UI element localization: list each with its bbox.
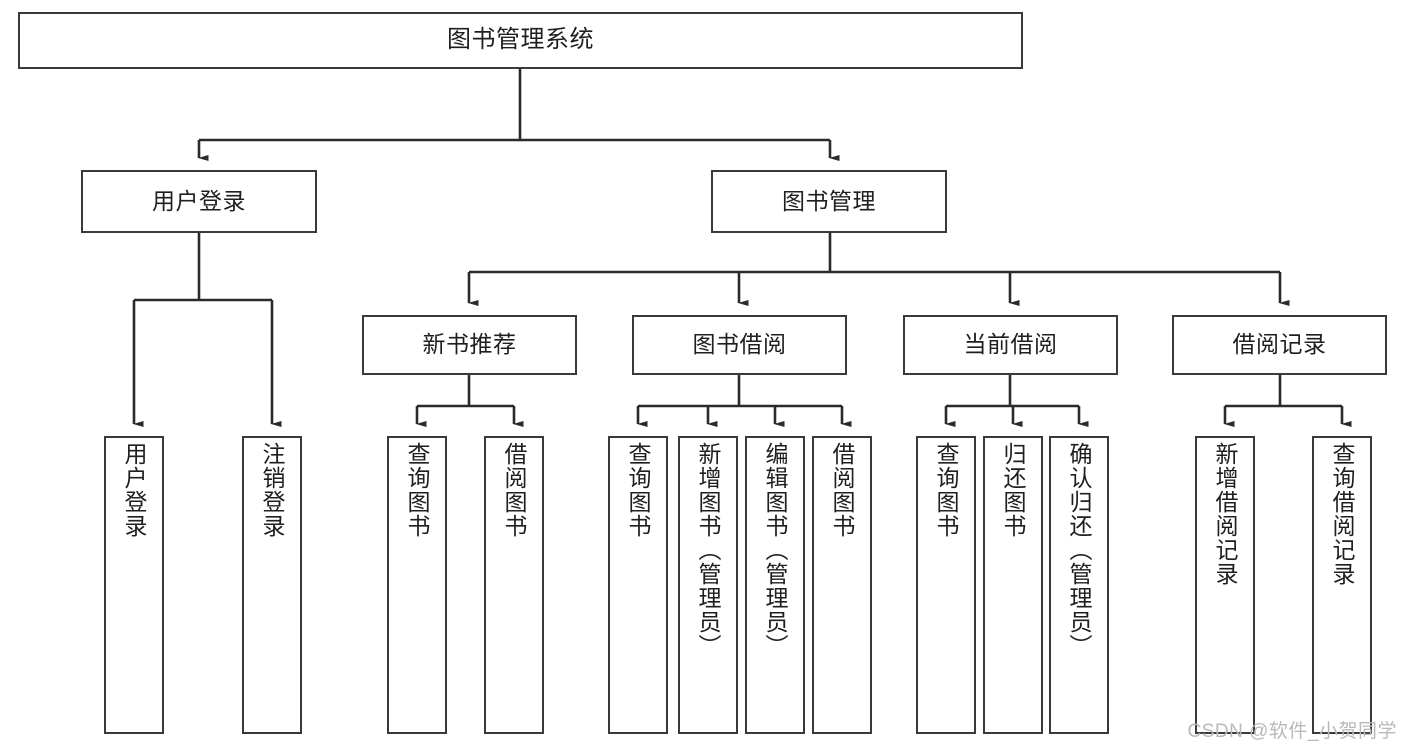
node-label: 当前借阅 xyxy=(963,331,1058,358)
leaf-user-login[interactable]: 用户登录 xyxy=(104,436,164,734)
leaf-query-book-recommend[interactable]: 查询图书 xyxy=(387,436,447,734)
node-label: 新增借阅记录 xyxy=(1212,442,1239,586)
node-label: 归还图书 xyxy=(1000,442,1027,538)
edge-group-user-login xyxy=(132,233,282,427)
node-book-management[interactable]: 图书管理 xyxy=(711,170,947,233)
node-label: 确认归还（管理员） xyxy=(1066,442,1093,658)
edge-group-book-manage xyxy=(467,233,1290,306)
leaf-borrow-book[interactable]: 借阅图书 xyxy=(812,436,872,734)
node-label: 用户登录 xyxy=(121,442,148,538)
leaf-user-logout[interactable]: 注销登录 xyxy=(242,436,302,734)
node-root-system[interactable]: 图书管理系统 xyxy=(18,12,1023,69)
node-label: 图书借阅 xyxy=(692,331,787,358)
node-label: 注销登录 xyxy=(259,442,286,538)
watermark-text: CSDN @软件_小贺同学 xyxy=(1187,721,1397,742)
node-label: 查询图书 xyxy=(404,442,431,538)
node-label: 新增图书（管理员） xyxy=(695,442,722,658)
node-label: 图书管理 xyxy=(782,187,876,214)
leaf-edit-book-admin[interactable]: 编辑图书（管理员） xyxy=(745,436,805,734)
leaf-query-borrow-record[interactable]: 查询借阅记录 xyxy=(1312,436,1372,734)
node-current-borrow[interactable]: 当前借阅 xyxy=(903,315,1118,375)
node-label: 查询借阅记录 xyxy=(1329,442,1356,586)
edge-group-book-borrow xyxy=(636,375,852,427)
node-new-book-recommend[interactable]: 新书推荐 xyxy=(362,315,577,375)
node-label: 查询图书 xyxy=(933,442,960,538)
node-label: 借阅图书 xyxy=(829,442,856,538)
node-label: 编辑图书（管理员） xyxy=(762,442,789,658)
node-label: 新书推荐 xyxy=(422,331,517,358)
node-label: 图书管理系统 xyxy=(447,26,594,54)
node-user-login[interactable]: 用户登录 xyxy=(81,170,317,233)
edge-group-borrow-record xyxy=(1223,375,1352,427)
node-book-borrow[interactable]: 图书借阅 xyxy=(632,315,847,375)
leaf-query-book-current[interactable]: 查询图书 xyxy=(916,436,976,734)
edge-group-new-book xyxy=(415,375,524,427)
edge-group-current-borrow xyxy=(944,375,1089,427)
leaf-borrow-book-recommend[interactable]: 借阅图书 xyxy=(484,436,544,734)
node-borrow-record[interactable]: 借阅记录 xyxy=(1172,315,1387,375)
leaf-return-book[interactable]: 归还图书 xyxy=(983,436,1043,734)
leaf-add-borrow-record[interactable]: 新增借阅记录 xyxy=(1195,436,1255,734)
edge-group-root xyxy=(197,69,840,161)
leaf-add-book-admin[interactable]: 新增图书（管理员） xyxy=(678,436,738,734)
node-label: 查询图书 xyxy=(625,442,652,538)
node-label: 借阅记录 xyxy=(1232,331,1327,358)
node-label: 用户登录 xyxy=(152,187,246,214)
leaf-query-book-borrow[interactable]: 查询图书 xyxy=(608,436,668,734)
leaf-confirm-return-admin[interactable]: 确认归还（管理员） xyxy=(1049,436,1109,734)
node-label: 借阅图书 xyxy=(501,442,528,538)
